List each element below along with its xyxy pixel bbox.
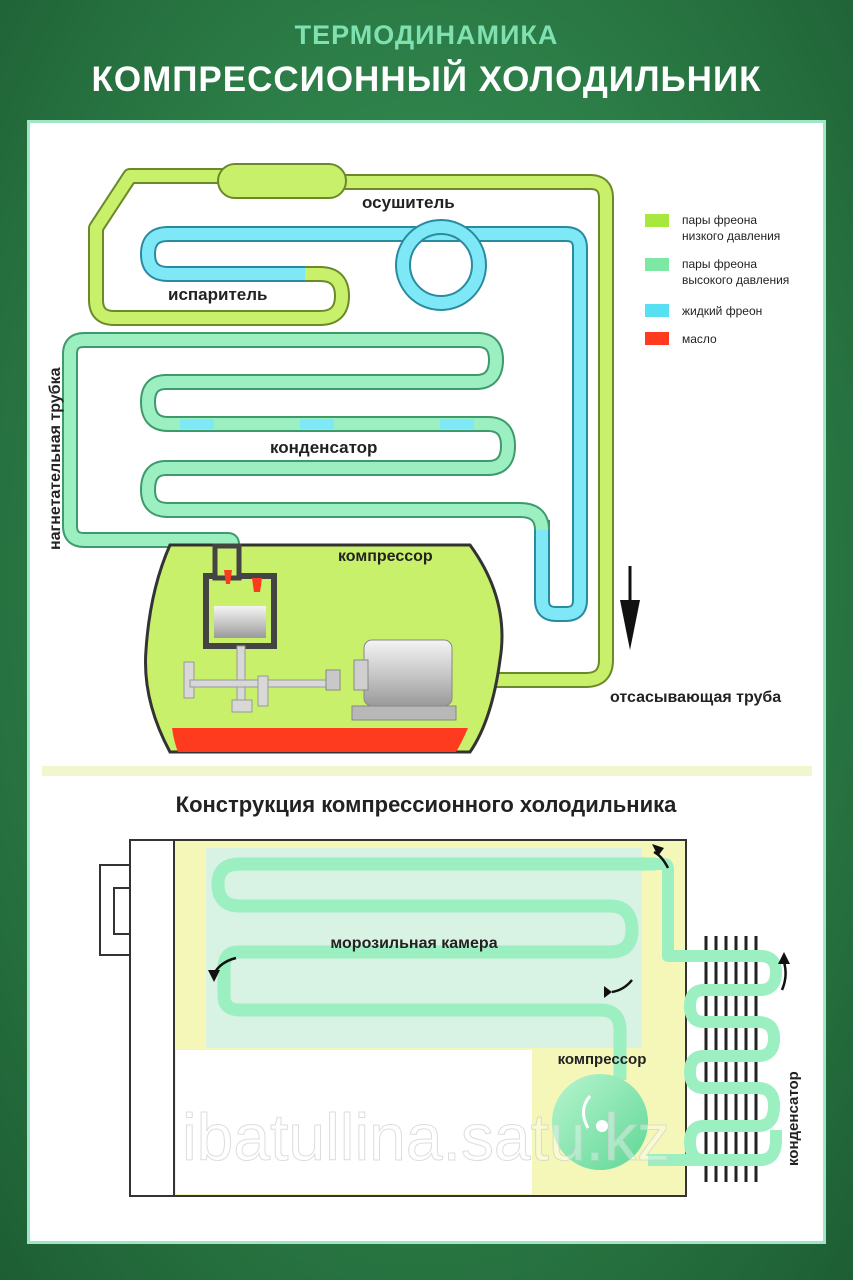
construction-compressor-label: компрессор <box>558 1051 647 1068</box>
condenser-label: конденсатор <box>270 438 377 457</box>
legend-swatch-high-pressure <box>645 258 669 271</box>
evaporator-coil <box>211 857 656 1080</box>
fridge-door <box>129 839 175 1197</box>
legend-item-liquid: жидкий фреон <box>682 304 762 318</box>
legend-item-high-pressure-line2: высокого давления <box>682 273 789 287</box>
legend-swatch-liquid <box>645 304 669 317</box>
compressor-unit <box>144 543 504 754</box>
flow-direction-arrow <box>620 566 640 650</box>
refrigeration-scheme: осушитель испаритель конденсатор компрес… <box>47 163 789 754</box>
liquid-freon-line <box>140 219 588 622</box>
section-divider <box>42 766 812 776</box>
watermark-text: ibatullina.satu.kz <box>182 1100 670 1174</box>
freezer-label: морозильная камера <box>330 935 497 952</box>
legend-item-oil: масло <box>682 332 717 346</box>
compressor-label: компрессор <box>338 548 433 565</box>
page-title: КОМПРЕССИОННЫЙ ХОЛОДИЛЬНИК <box>91 60 762 99</box>
fridge-lower-compartment <box>176 1050 532 1188</box>
legend-swatch-low-pressure <box>645 214 669 227</box>
legend-item-low-pressure-line2: низкого давления <box>682 229 780 243</box>
dryer-capsule <box>217 163 347 199</box>
low-pressure-line <box>88 168 614 688</box>
refrigerator-construction: морозильная камера компрессор конденсато… <box>99 839 802 1197</box>
legend: пары фреона низкого давления пары фреона… <box>645 213 789 346</box>
suction-tube-label: отсасывающая труба <box>610 689 781 706</box>
evaporator-label: испаритель <box>168 285 268 304</box>
construction-title: Конструкция компрессионного холодильника <box>176 792 677 817</box>
door-handle <box>113 887 131 935</box>
circulation-arrows <box>208 844 790 998</box>
condenser-coil <box>62 332 550 552</box>
dryer-label: осушитель <box>362 193 455 212</box>
subject-title: ТЕРМОДИНАМИКА <box>294 20 559 50</box>
condenser-tube <box>656 858 782 1166</box>
construction-condenser-label: конденсатор <box>785 1071 802 1166</box>
legend-item-high-pressure-line1: пары фреона <box>682 257 757 271</box>
discharge-tube-label: нагнетательная трубка <box>47 367 64 550</box>
legend-swatch-oil <box>645 332 669 345</box>
legend-item-low-pressure-line1: пары фреона <box>682 213 757 227</box>
